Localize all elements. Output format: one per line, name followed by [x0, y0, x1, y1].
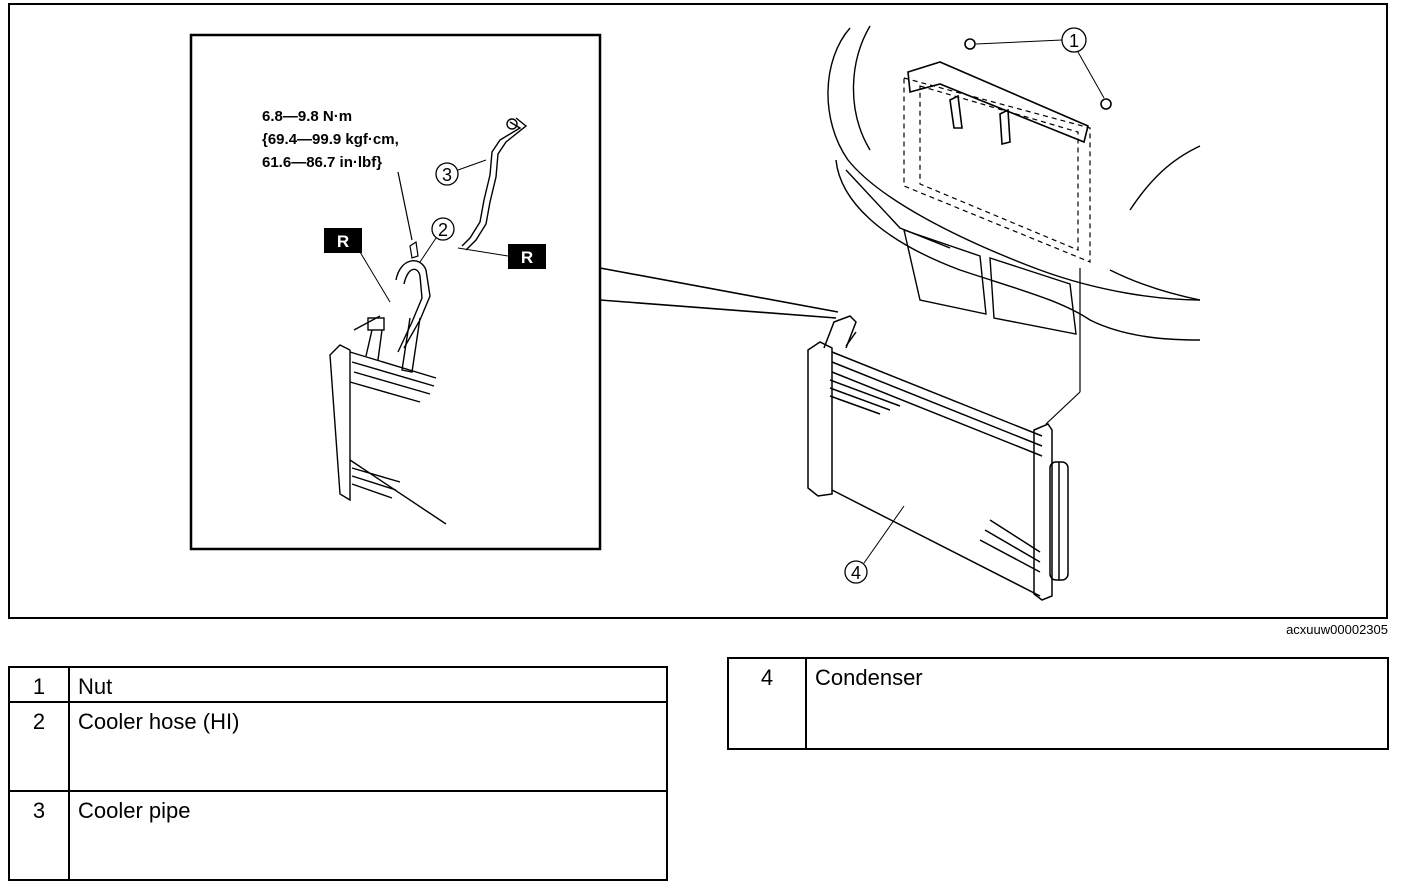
table-row: 2 Cooler hose (HI)	[8, 701, 668, 792]
condenser-removal-diagram: 6.8—9.8 N·m {69.4—99.9 kgf·cm, 61.6—86.7…	[8, 3, 1388, 619]
callout-3-circle	[435, 162, 459, 186]
legend-label: Cooler pipe	[68, 790, 668, 881]
legend-label: Nut	[68, 666, 668, 703]
upper-bracket	[907, 61, 1089, 146]
legend-num: 1	[8, 666, 70, 703]
inset-leader-bottom	[599, 299, 837, 319]
legend-table-right: 4 Condenser	[727, 657, 1389, 750]
replace-marker-1-leader	[359, 251, 391, 303]
torque-spec-line2: {69.4—99.9 kgf·cm,	[262, 131, 399, 148]
callout-1-number: 1	[1069, 31, 1079, 51]
condenser-inset-detail	[329, 315, 447, 525]
condenser	[807, 315, 1069, 601]
replace-marker-2-leader	[457, 247, 509, 257]
callout-1-leader-b	[1077, 51, 1105, 99]
diagram-frame	[8, 3, 1388, 619]
legend-num: 2	[8, 701, 70, 792]
bolt	[409, 240, 419, 259]
replace-marker-box-2	[508, 244, 546, 269]
callout-2-circle	[431, 217, 455, 241]
table-row: 3 Cooler pipe	[8, 790, 668, 881]
legend-num: 4	[727, 657, 807, 750]
legend-num: 3	[8, 790, 70, 881]
nut-1b	[1100, 98, 1112, 110]
table-row: 4 Condenser	[727, 657, 1389, 750]
replace-marker-box-1	[324, 228, 362, 253]
torque-spec-line1: 6.8—9.8 N·m	[262, 108, 352, 125]
inset-leader-top	[599, 267, 839, 313]
nut-1a	[964, 38, 976, 50]
table-row: 1 Nut	[8, 666, 668, 703]
callout-1-leader-a	[975, 39, 1063, 45]
replace-marker-2: R	[521, 248, 533, 267]
legend-table-left: 1 Nut 2 Cooler hose (HI) 3 Cooler pipe	[8, 666, 668, 881]
cooler-pipe-inset	[461, 117, 528, 251]
callout-3-leader	[457, 159, 487, 171]
installation-leader-2	[1045, 391, 1081, 425]
radiator-outline-dashed	[903, 77, 1091, 263]
legend-label: Cooler hose (HI)	[68, 701, 668, 792]
callout-2-leader	[419, 237, 437, 263]
figure-code: acxuuw00002305	[1286, 622, 1388, 637]
legend-label: Condenser	[805, 657, 1389, 750]
torque-spec-line3: 61.6—86.7 in·lbf}	[262, 154, 382, 171]
vehicle-front	[827, 25, 1201, 341]
torque-leader	[397, 171, 413, 241]
callout-4-leader	[863, 505, 905, 564]
cooler-hose-inset	[395, 260, 431, 373]
callout-3-number: 3	[442, 165, 452, 185]
callout-2-number: 2	[438, 220, 448, 240]
detail-inset-frame	[189, 33, 602, 551]
callout-4-circle	[844, 560, 868, 584]
callout-4-number: 4	[851, 563, 861, 583]
replace-marker-1: R	[337, 232, 349, 251]
